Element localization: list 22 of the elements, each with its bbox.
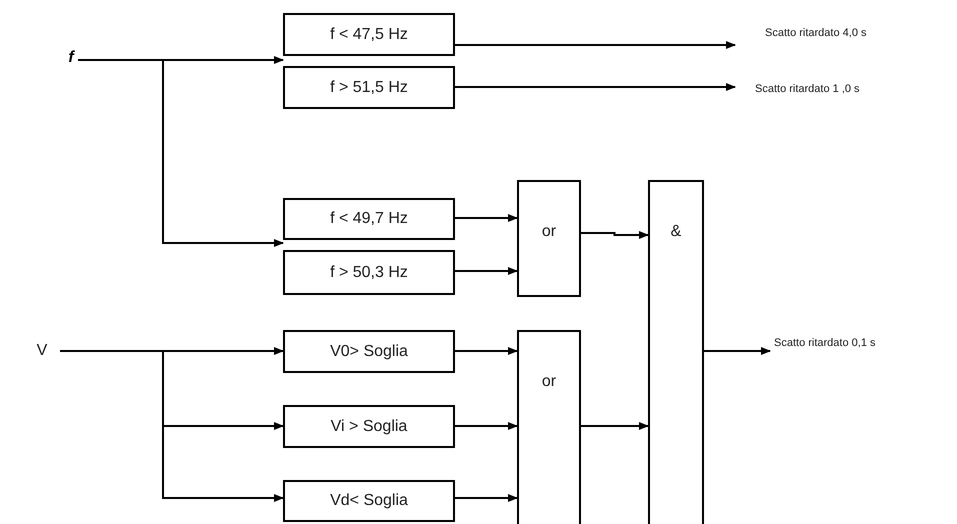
threshold-box: Vd< Soglia	[283, 480, 455, 522]
threshold-box: f < 49,7 Hz	[283, 198, 455, 240]
arrow	[581, 231, 649, 239]
arrow	[78, 59, 284, 247]
arrow	[455, 41, 736, 49]
arrow	[60, 350, 284, 502]
threshold-box: Vi > Soglia	[283, 405, 455, 448]
threshold-box: f < 47,5 Hz	[283, 13, 455, 56]
arrow	[455, 214, 518, 222]
threshold-box: f > 51,5 Hz	[283, 66, 455, 109]
arrow	[455, 422, 518, 430]
logic-gate-box: or	[517, 330, 581, 524]
arrow	[581, 422, 649, 430]
logic-gate-box: or	[517, 180, 581, 297]
arrow	[704, 347, 771, 355]
arrow	[455, 83, 736, 91]
arrow	[455, 494, 518, 502]
logic-gate-box: &	[648, 180, 704, 524]
threshold-box: V0> Soglia	[283, 330, 455, 373]
threshold-box: f > 50,3 Hz	[283, 250, 455, 295]
arrow	[455, 267, 518, 275]
arrow	[455, 347, 518, 355]
